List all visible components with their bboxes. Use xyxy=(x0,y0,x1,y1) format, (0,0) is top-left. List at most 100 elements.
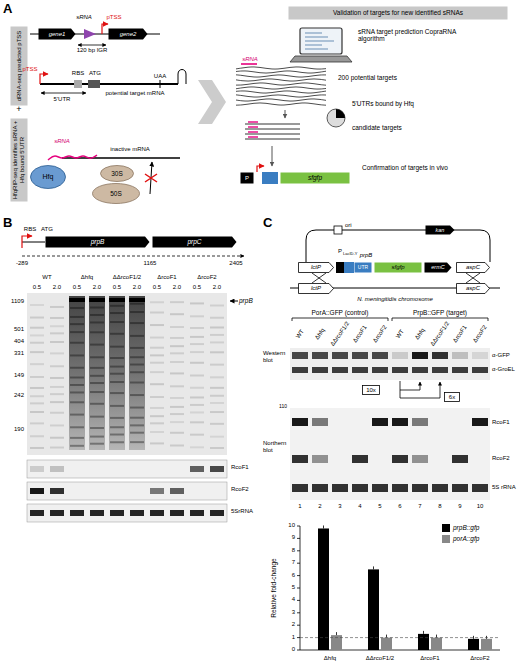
arrow-shape xyxy=(299,284,334,294)
probe-label: α-GFP xyxy=(492,352,510,359)
node-text: lctP xyxy=(311,264,321,271)
group-bracket xyxy=(392,318,488,321)
rna-band xyxy=(170,397,184,399)
rna-band xyxy=(210,317,224,319)
axis-title: Relative fold-change xyxy=(270,558,277,617)
molecule-label: sRNA xyxy=(54,138,70,145)
dimension-arrow xyxy=(78,45,106,46)
size-marker: 404 xyxy=(14,338,24,345)
rna-band xyxy=(90,427,104,429)
rna-band xyxy=(70,354,84,356)
rna-band xyxy=(412,455,428,463)
coordinate-label: -289 xyxy=(16,260,28,267)
protein-band xyxy=(372,352,388,359)
probe-label: RcoF2 xyxy=(231,486,249,493)
rna-band xyxy=(150,431,164,433)
utr-box: UTR xyxy=(354,262,372,273)
rna-band xyxy=(90,436,104,438)
rna-band xyxy=(30,402,44,404)
rna-band xyxy=(210,436,224,438)
rna-band xyxy=(130,441,144,443)
block-cross xyxy=(145,174,157,182)
mrna-line xyxy=(40,83,178,85)
promoter-box xyxy=(336,262,344,273)
rbs-box xyxy=(74,80,82,88)
hfq-protein: Hfq xyxy=(30,165,66,189)
axis-tick xyxy=(297,538,300,539)
rna-band xyxy=(70,316,84,318)
rna-band xyxy=(50,365,64,367)
protein-band xyxy=(472,352,488,359)
axis-tick xyxy=(297,575,300,576)
error-bar xyxy=(323,525,324,528)
prpb-band xyxy=(69,298,85,302)
rna-band xyxy=(90,344,104,346)
screen-line xyxy=(305,37,328,38)
rna-band xyxy=(150,347,164,349)
bar xyxy=(481,639,492,650)
axis-tick-label: 4 xyxy=(292,596,295,603)
gene-arrow: gene1 xyxy=(38,28,76,40)
rna-band xyxy=(70,323,84,325)
rna-band xyxy=(312,455,328,463)
step-text: 5'UTRs bound by Hfq xyxy=(352,100,452,107)
terminator-hairpin xyxy=(178,70,186,85)
rna-band xyxy=(190,466,204,472)
axis-tick xyxy=(297,550,300,551)
prpb-band xyxy=(89,298,105,302)
rna-band xyxy=(130,364,144,366)
rna-band xyxy=(90,321,104,323)
node-text-box: sfgfp xyxy=(280,172,350,184)
start-codon-box xyxy=(88,80,100,88)
rna-band xyxy=(150,415,164,417)
target-mrna xyxy=(236,87,326,89)
size-marker: 501 xyxy=(14,326,24,333)
protein-band xyxy=(352,367,368,373)
rna-band xyxy=(30,435,44,437)
node-text: 50S xyxy=(110,190,122,197)
srna-strand xyxy=(248,136,258,137)
probe-label: RcoF1 xyxy=(492,419,510,426)
lane-label: ΔrcoF1 xyxy=(452,324,469,344)
node-text-box: Validation of targets for new identified… xyxy=(288,6,508,20)
rna-band xyxy=(50,393,64,395)
axis-tick xyxy=(297,625,300,626)
rna-band xyxy=(130,371,144,373)
screen-line xyxy=(305,41,334,42)
rna-band xyxy=(392,455,408,463)
legend-text: prpB::gfp xyxy=(453,524,479,531)
rna-band xyxy=(50,306,64,308)
rna-band xyxy=(150,396,164,398)
molecule-label: inactive mRNA xyxy=(110,146,150,153)
rna-band xyxy=(90,403,104,405)
axis-tick xyxy=(297,650,300,651)
rna-band xyxy=(130,510,144,516)
western-blot xyxy=(290,348,490,380)
rna-band xyxy=(30,488,44,494)
rna-band xyxy=(130,303,144,305)
transcript-arrow xyxy=(22,256,244,257)
group-label: PrpB::GFP (target) xyxy=(413,309,467,316)
legend-swatch xyxy=(442,535,450,543)
rna-band xyxy=(452,455,468,463)
target-mrna xyxy=(236,79,326,81)
feature-label: ori xyxy=(345,222,352,229)
lane-label: Δhfq xyxy=(314,327,326,341)
lane-label: Δhfq xyxy=(414,327,426,341)
rna-smear xyxy=(109,296,125,450)
crossover-lines xyxy=(466,273,480,283)
rna-band xyxy=(30,317,44,319)
rna-band xyxy=(170,361,184,363)
rna-band xyxy=(392,484,408,492)
group-bracket xyxy=(292,318,388,321)
gene-arrow: prpB xyxy=(45,236,150,248)
rna-band xyxy=(50,447,64,449)
step-arrow xyxy=(285,110,286,118)
box-shape xyxy=(445,393,460,402)
node-text-box: Hfq xyxy=(30,165,66,189)
rna-band xyxy=(30,510,44,516)
protein-band xyxy=(372,367,388,373)
rna-band xyxy=(70,367,84,369)
lane-number: 2 xyxy=(318,503,321,510)
rna-band xyxy=(70,401,84,403)
